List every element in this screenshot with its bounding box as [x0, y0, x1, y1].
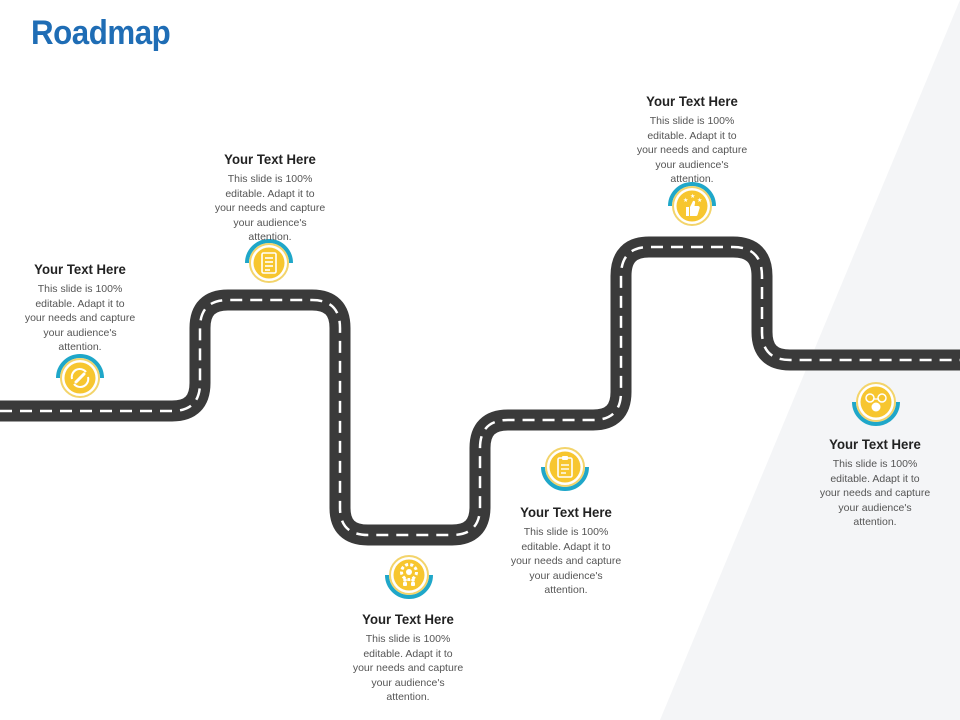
milestone-4: Your Text Here This slide is 100% editab…: [496, 504, 636, 598]
milestone-1-icon-badge: [54, 352, 106, 404]
milestone-5-body: This slide is 100% editable. Adapt it to…: [636, 115, 748, 185]
milestone-3: Your Text Here This slide is 100% editab…: [338, 611, 478, 705]
milestone-2-body: This slide is 100% editable. Adapt it to…: [214, 173, 326, 243]
milestone-2-icon-badge: [243, 237, 295, 289]
wrench-refresh-icon: [56, 354, 104, 398]
document-list-icon: [245, 239, 293, 283]
road-center-dashes: [0, 245, 960, 537]
milestone-6-heading: Your Text Here: [829, 436, 921, 452]
milestone-4-icon-badge: [539, 441, 591, 493]
milestone-4-heading: Your Text Here: [520, 504, 612, 520]
milestone-6-body: This slide is 100% editable. Adapt it to…: [819, 458, 931, 528]
milestone-6: Your Text Here This slide is 100% editab…: [805, 436, 945, 530]
coins-icon: [852, 382, 900, 426]
svg-text:★: ★: [690, 193, 695, 200]
milestone-1-heading: Your Text Here: [34, 261, 126, 277]
milestone-3-body: This slide is 100% editable. Adapt it to…: [352, 633, 464, 703]
milestone-1-body: This slide is 100% editable. Adapt it to…: [24, 283, 136, 353]
milestone-2-heading: Your Text Here: [224, 151, 316, 167]
milestone-2: Your Text Here This slide is 100% editab…: [200, 151, 340, 245]
svg-text:★: ★: [683, 197, 688, 204]
milestone-5-heading: Your Text Here: [646, 93, 738, 109]
page-title: Roadmap: [31, 14, 171, 52]
milestone-3-icon-badge: [383, 549, 435, 601]
milestone-6-icon-badge: [850, 376, 902, 428]
milestone-1: Your Text Here This slide is 100% editab…: [10, 261, 150, 355]
milestone-4-body: This slide is 100% editable. Adapt it to…: [510, 526, 622, 596]
milestone-3-heading: Your Text Here: [362, 611, 454, 627]
clipboard-icon: [541, 447, 589, 491]
milestone-5: Your Text Here This slide is 100% editab…: [622, 93, 762, 187]
svg-text:★: ★: [697, 197, 702, 204]
thumbs-up-stars-icon: ★ ★ ★: [668, 182, 716, 226]
milestone-5-icon-badge: ★ ★ ★: [666, 180, 718, 232]
gear-people-icon: [385, 555, 433, 599]
